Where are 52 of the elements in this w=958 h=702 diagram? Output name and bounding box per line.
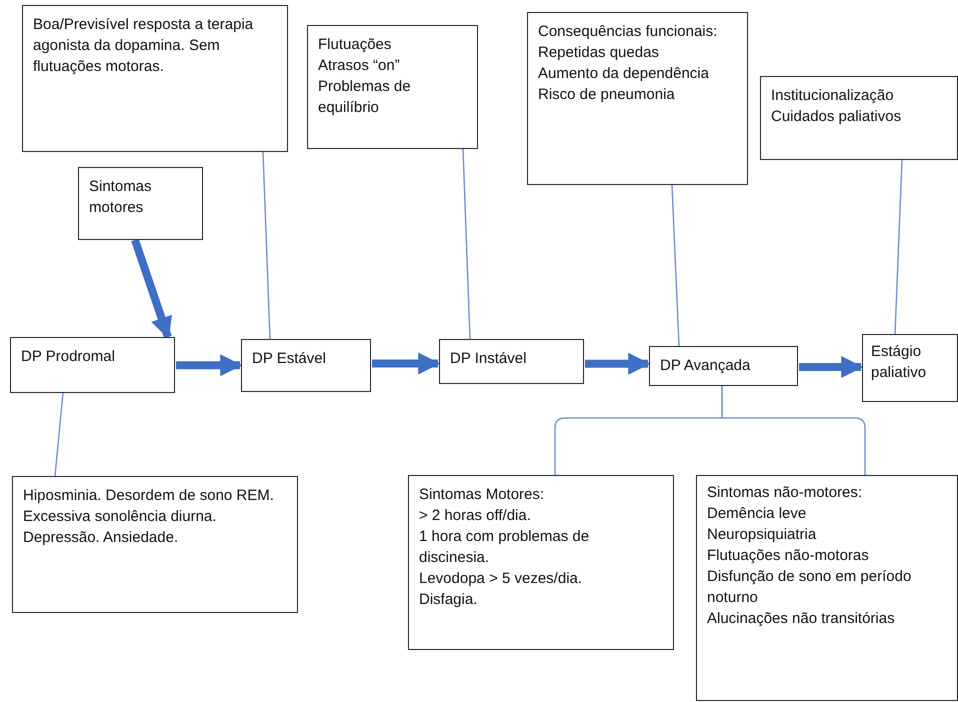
box-text: Flutuações	[318, 35, 392, 55]
connector-line	[721, 386, 866, 475]
box-text: Aumento da dependência	[538, 64, 710, 84]
text-box	[649, 346, 798, 386]
box-text: Consequências funcionais:	[538, 22, 718, 42]
text-box	[78, 167, 203, 240]
box-text: Boa/Previsível resposta a terapia agonista da dopamina. Sem flutuações motoras.	[33, 15, 254, 77]
connector-line	[54, 392, 64, 476]
text-box	[862, 334, 958, 402]
text-box	[241, 339, 371, 392]
box-text: Demência leve	[707, 504, 808, 524]
box-text: DP Estável	[252, 349, 327, 369]
block-arrow	[372, 352, 440, 374]
box-text: Risco de pneumonia	[538, 85, 676, 105]
text-box	[12, 476, 298, 613]
text-box	[527, 12, 748, 185]
box-text: Estágio paliativo	[871, 342, 928, 383]
connector-line	[262, 152, 271, 340]
box-text: 1 hora com problemas de discinesia.	[419, 527, 590, 568]
connector-line	[671, 184, 680, 346]
block-arrow	[799, 356, 864, 378]
box-text: Neuropsiquiatria	[707, 525, 818, 545]
box-text: Atrasos “on”	[318, 56, 401, 76]
box-text: Disfunção de sono em período noturno	[707, 567, 912, 608]
connector-line	[462, 148, 471, 340]
box-text: Institucionalização	[771, 86, 895, 106]
box-text: > 2 horas off/dia.	[419, 506, 532, 526]
text-box	[307, 25, 478, 149]
text-box	[10, 337, 175, 393]
text-box	[696, 475, 958, 701]
box-text: Hiposminia. Desordem de sono REM. Excessiva sonolência diurna. Depressão. Ansiedade.	[23, 486, 275, 548]
block-arrow	[176, 354, 242, 376]
box-text: DP Prodromal	[21, 347, 116, 367]
box-text: Problemas de equilíbrio	[318, 77, 412, 118]
box-text: Levodopa > 5 vezes/dia.	[419, 569, 584, 589]
box-text: Cuidados paliativos	[771, 107, 902, 127]
text-box	[408, 475, 674, 650]
box-text: Sintomas motores	[89, 177, 153, 218]
box-text: Alucinações não transitórias	[707, 609, 896, 629]
box-text: Sintomas Motores:	[419, 485, 546, 505]
box-text: Repetidas quedas	[538, 43, 660, 63]
text-box	[22, 5, 288, 152]
box-text: DP Instável	[450, 349, 528, 369]
block-arrow	[585, 352, 650, 375]
connector-line	[894, 160, 903, 334]
box-text: Sintomas não-motores:	[707, 483, 864, 503]
box-text: Flutuações não-motoras	[707, 546, 870, 566]
text-box	[439, 339, 584, 384]
text-box	[760, 76, 958, 160]
block-arrow	[131, 238, 172, 340]
box-text: Disfagia.	[419, 590, 478, 610]
box-text: DP Avançada	[660, 356, 752, 376]
